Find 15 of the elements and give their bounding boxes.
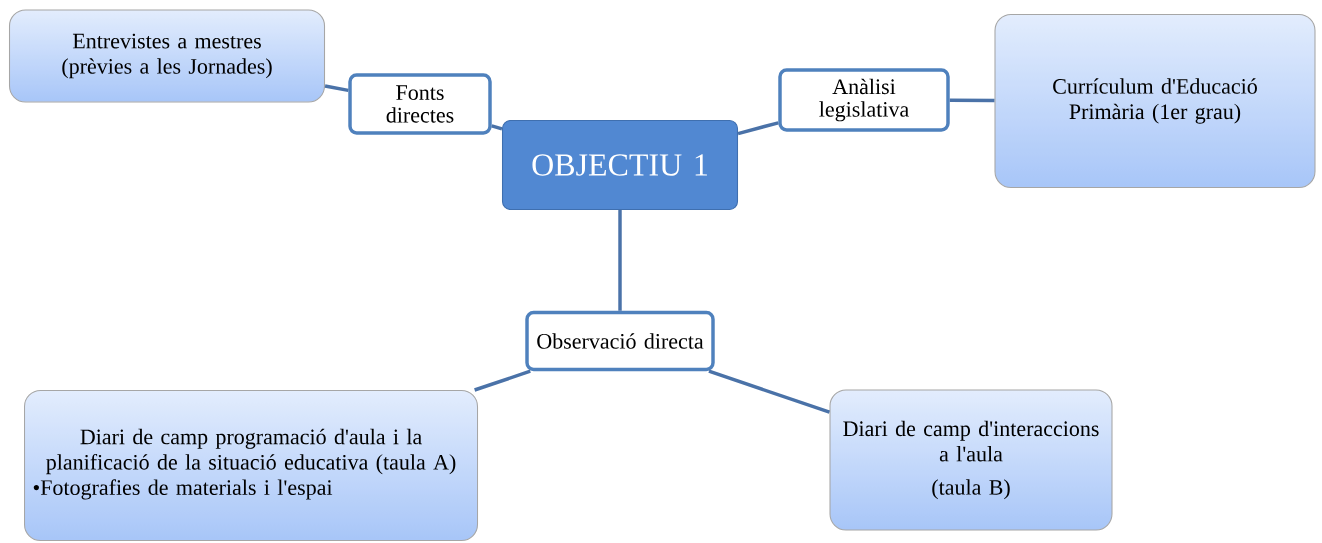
connector-line bbox=[474, 369, 531, 392]
category-box: Observació directa bbox=[525, 310, 715, 372]
source-box: Currículum d'Educació Primària (1er grau) bbox=[994, 13, 1316, 189]
connector-line bbox=[618, 210, 622, 311]
category-box: Fonts directes bbox=[348, 73, 492, 135]
connector-line bbox=[737, 121, 779, 136]
connector-line bbox=[324, 84, 349, 93]
source-box: Entrevistes a mestres (prèvies a les Jornades) bbox=[9, 9, 326, 103]
connector-line bbox=[708, 369, 831, 414]
source-box: Diari de camp d'interaccions a l'aula (taula B) bbox=[829, 389, 1113, 531]
central-topic-box: OBJECTIU 1 bbox=[501, 119, 739, 211]
connector-line bbox=[949, 98, 995, 103]
connector-line bbox=[491, 124, 503, 131]
category-box: Anàlisi legislativa bbox=[778, 68, 950, 132]
source-box: Diari de camp programació d'aula i la planificació de la situació educativa (taula A) •Fotografies de materials i l'espai bbox=[24, 390, 479, 542]
